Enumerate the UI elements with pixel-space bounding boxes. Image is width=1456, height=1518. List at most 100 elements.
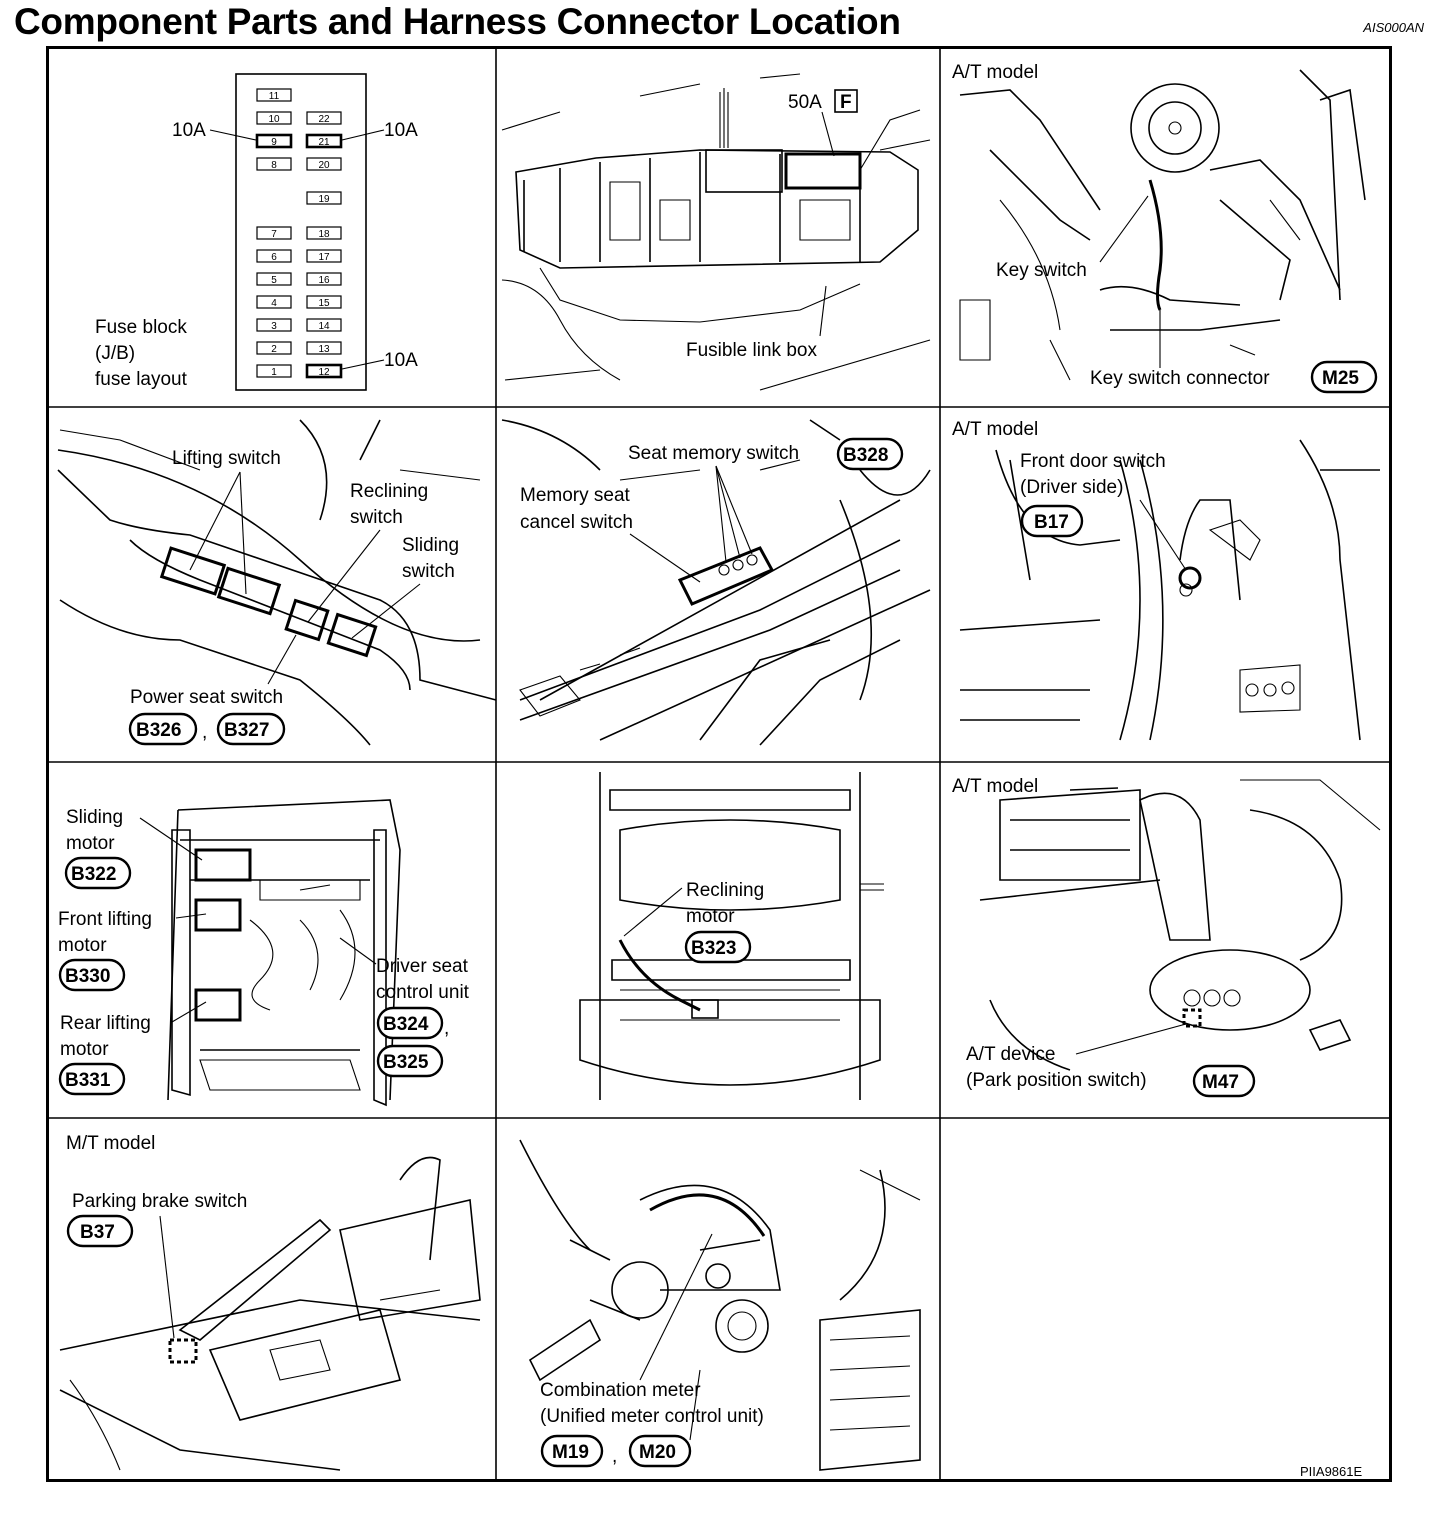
connector-b327 xyxy=(216,712,286,746)
connector-b326-label: B326 xyxy=(136,720,181,741)
fuse-18 xyxy=(306,226,342,240)
connector-b323-label: B323 xyxy=(691,938,736,959)
unified-meter-control-unit-label: (Unified meter control unit) xyxy=(540,1406,764,1427)
connector-m47-label: M47 xyxy=(1202,1072,1239,1093)
fusible-link-panel: 50A F Fusible link box xyxy=(501,73,931,391)
fuse-10-number: 10 xyxy=(268,114,280,125)
fuse-19-number: 19 xyxy=(318,194,330,205)
lifting-switch-label: Lifting switch xyxy=(172,448,281,469)
fuse-11 xyxy=(256,88,292,102)
connector-separator: , xyxy=(202,722,207,743)
fuse-13 xyxy=(306,341,342,355)
connector-b37 xyxy=(66,1214,134,1248)
sliding-switch-label-2: switch xyxy=(402,561,455,582)
seat-motors-panel: Sliding motor B322 Front lifting motor B… xyxy=(58,799,470,1107)
fuse-5-number: 5 xyxy=(271,275,277,286)
fuse-13-number: 13 xyxy=(318,344,330,355)
reclining-motor-label: Reclining xyxy=(686,880,764,901)
fuse-12-rating: 10A xyxy=(384,350,418,371)
connector-b330 xyxy=(58,958,126,992)
document-code: AIS000AN xyxy=(1363,20,1424,35)
figure-code: PIIA9861E xyxy=(1300,1464,1363,1479)
fuse-4-number: 4 xyxy=(271,298,277,309)
key-switch-model: A/T model xyxy=(952,62,1038,83)
fuse-11-number: 11 xyxy=(269,91,280,102)
parking-brake-switch-label: Parking brake switch xyxy=(72,1191,247,1212)
fuse-21-number: 21 xyxy=(318,137,330,148)
key-switch-connector-label: Key switch connector xyxy=(1090,368,1270,389)
connector-b331-label: B331 xyxy=(65,1070,111,1091)
meter-connector-separator: , xyxy=(612,1446,617,1467)
fuse-1 xyxy=(256,364,292,378)
fuse-18-number: 18 xyxy=(318,229,330,240)
fuse-20 xyxy=(306,157,342,171)
fuse-7-number: 7 xyxy=(271,229,277,240)
fuse-9 xyxy=(255,133,293,149)
memory-seat-cancel-label: Memory seat xyxy=(520,485,631,506)
fuse-6 xyxy=(256,249,292,263)
fuse-block-outline xyxy=(235,73,367,391)
fuse-3-number: 3 xyxy=(271,321,277,332)
fuse-15-number: 15 xyxy=(318,298,330,309)
connector-b322 xyxy=(64,856,132,890)
reclining-motor-panel: Reclining motor B323 xyxy=(579,772,884,1100)
connector-b324-label: B324 xyxy=(383,1014,429,1035)
fuse-1-number: 1 xyxy=(271,367,277,378)
front-door-switch-panel: A/T model Front door switch (Driver side… xyxy=(952,419,1380,741)
fuse-12-number: 12 xyxy=(318,367,330,378)
key-switch-label: Key switch xyxy=(996,260,1087,281)
connector-m19-label: M19 xyxy=(552,1442,589,1463)
connector-b37-label: B37 xyxy=(80,1222,115,1243)
memory-seat-cancel-label-2: cancel switch xyxy=(520,512,633,533)
parking-brake-model: M/T model xyxy=(66,1133,155,1154)
driver-seat-control-unit-label: Driver seat xyxy=(376,956,469,977)
fuse-8 xyxy=(256,157,292,171)
fuse-2 xyxy=(256,341,292,355)
reclining-switch-label-2: switch xyxy=(350,507,403,528)
rear-lifting-motor-label-2: motor xyxy=(60,1039,109,1060)
power-seat-switch-label: Power seat switch xyxy=(130,687,283,708)
sliding-motor-label: Sliding xyxy=(66,807,123,828)
connector-b17 xyxy=(1020,504,1084,538)
sliding-motor-label-2: motor xyxy=(66,833,115,854)
door-switch-model: A/T model xyxy=(952,419,1038,440)
connector-m19 xyxy=(540,1434,604,1468)
fuse-12 xyxy=(305,363,343,379)
fuse-22-number: 22 xyxy=(318,114,330,125)
connector-m20-label: M20 xyxy=(639,1442,676,1463)
connector-m25 xyxy=(1310,360,1378,394)
fuse-14 xyxy=(306,318,342,332)
fuse-14-number: 14 xyxy=(318,321,330,332)
connector-b17-label: B17 xyxy=(1034,512,1069,533)
page-title: Component Parts and Harness Connector Lo… xyxy=(14,1,901,42)
at-device-label: A/T device xyxy=(966,1044,1055,1065)
combination-meter-panel: Combination meter (Unified meter control… xyxy=(519,1139,921,1471)
fuse-block-caption-jb: (J/B) xyxy=(95,343,135,364)
fuse-15 xyxy=(306,295,342,309)
fuse-3 xyxy=(256,318,292,332)
driver-seat-control-unit-label-2: control unit xyxy=(376,982,470,1003)
component-grid xyxy=(46,46,1392,1482)
at-device-model: A/T model xyxy=(952,776,1038,797)
grid-lines xyxy=(48,47,1390,1480)
connector-b325-label: B325 xyxy=(383,1052,429,1073)
connector-b328 xyxy=(836,437,904,471)
reclining-switch-label: Reclining xyxy=(350,481,428,502)
reclining-motor-label-2: motor xyxy=(686,906,735,927)
connector-b324 xyxy=(376,1006,444,1040)
seat-memory-switch-label: Seat memory switch xyxy=(628,443,799,464)
park-position-switch-label: (Park position switch) xyxy=(966,1070,1147,1091)
fuse-5 xyxy=(256,272,292,286)
driver-side-label: (Driver side) xyxy=(1020,477,1123,498)
sliding-switch-label: Sliding xyxy=(402,535,459,556)
fuse-2-number: 2 xyxy=(271,344,277,355)
fuse-16 xyxy=(306,272,342,286)
parking-brake-panel: M/T model Parking brake switch B37 xyxy=(59,1133,481,1471)
fusible-link-letter: F xyxy=(840,92,852,113)
connector-m25-label: M25 xyxy=(1322,368,1359,389)
fuse-22 xyxy=(306,111,342,125)
fuse-10 xyxy=(256,111,292,125)
connector-b327-label: B327 xyxy=(224,720,269,741)
